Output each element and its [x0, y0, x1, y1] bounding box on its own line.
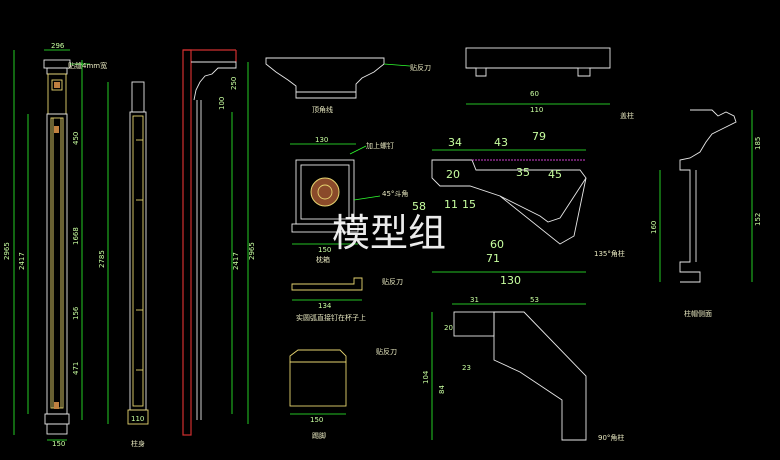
pillow-board: 130 150 枕箱 加上螺钉 45°斗角	[290, 136, 408, 264]
note-reverse-3: 贴反刀	[376, 347, 397, 356]
dim-2417-a: 2417	[18, 252, 26, 270]
dim-53: 53	[530, 296, 539, 304]
dim-150-a: 150	[52, 440, 65, 448]
dim-134: 134	[318, 302, 332, 310]
dim-79: 79	[532, 130, 546, 143]
dim-71: 71	[486, 252, 500, 265]
dim-20b: 20	[444, 324, 453, 332]
dim-15: 15	[462, 198, 476, 211]
dim-60: 60	[530, 90, 539, 98]
note-reverse-1: 贴反刀	[410, 63, 431, 72]
dim-43: 43	[494, 136, 508, 149]
note-angle-135: 135°角柱	[594, 249, 625, 258]
note-add-screw: 加上螺钉	[366, 141, 394, 150]
dim-150-b: 150	[318, 246, 331, 254]
dim-2417-b: 2417	[232, 252, 240, 270]
dim-110: 110	[131, 415, 144, 423]
small-strip: 134 贴反刀 实圆弧直接钉在杯子上	[291, 277, 403, 322]
dim-185: 185	[754, 137, 762, 150]
dim-296: 296	[51, 42, 65, 50]
corner-135-section: 34 43 79 20 58 11 15 35 45 60 71 130 135…	[412, 130, 625, 287]
dim-31: 31	[470, 296, 479, 304]
column-side-view: 2785 110 柱身	[98, 81, 149, 448]
column-front-view: 296 150 2965 2417 1668 450 156 471 贴缝4mm…	[3, 42, 107, 448]
dim-45: 45	[548, 168, 562, 181]
dim-34: 34	[448, 136, 462, 149]
dim-35: 35	[516, 166, 530, 179]
label-column-body: 柱身	[131, 439, 145, 448]
column-section-profile: 185 152 160 柱帽侧面	[650, 109, 762, 318]
dim-20: 20	[446, 168, 460, 181]
watermark-text: 模型组	[332, 211, 446, 255]
label-top-cornice: 顶角线	[312, 105, 333, 114]
base-block: 150 踢脚 贴反刀	[289, 347, 397, 440]
note-seam: 贴缝4mm宽	[68, 61, 107, 70]
dim-2965-a: 2965	[3, 242, 11, 260]
dim-150-c: 150	[310, 416, 323, 424]
dim-130b: 130	[500, 274, 521, 287]
top-cornice-section: 贴反刀 顶角线	[265, 57, 431, 114]
dim-471: 471	[72, 362, 80, 375]
dim-104: 104	[422, 370, 430, 384]
dim-84: 84	[438, 385, 446, 394]
dim-250: 250	[230, 77, 238, 90]
dim-2965-b: 2965	[248, 242, 256, 260]
wall-section: 2965 2417 250 100	[182, 49, 256, 436]
note-angle-45: 45°斗角	[382, 189, 408, 198]
note-reverse-2: 贴反刀	[382, 277, 403, 286]
cap-section: 110 60 盖柱	[465, 47, 634, 120]
dim-100: 100	[218, 97, 226, 110]
label-column-section: 柱帽侧面	[684, 309, 712, 318]
dim-23: 23	[462, 364, 471, 372]
dim-58: 58	[412, 200, 426, 213]
dim-152: 152	[754, 213, 762, 226]
label-pillow: 枕箱	[316, 255, 330, 264]
dim-11: 11	[444, 198, 458, 211]
dim-156: 156	[72, 306, 80, 320]
note-angle-90: 90°角柱	[598, 433, 624, 442]
corner-90-section: 31 53 20 23 104 84 90°角柱	[422, 296, 624, 442]
dim-160: 160	[650, 221, 658, 234]
dim-2785: 2785	[98, 250, 106, 268]
note-fix: 实圆弧直接钉在杯子上	[296, 313, 366, 322]
dim-110-b: 110	[530, 106, 543, 114]
label-cap: 盖柱	[620, 111, 634, 120]
dim-1668: 1668	[72, 227, 80, 245]
dim-60b: 60	[490, 238, 504, 251]
dim-130: 130	[315, 136, 328, 144]
dim-450: 450	[72, 132, 80, 145]
label-base: 踢脚	[312, 431, 326, 440]
